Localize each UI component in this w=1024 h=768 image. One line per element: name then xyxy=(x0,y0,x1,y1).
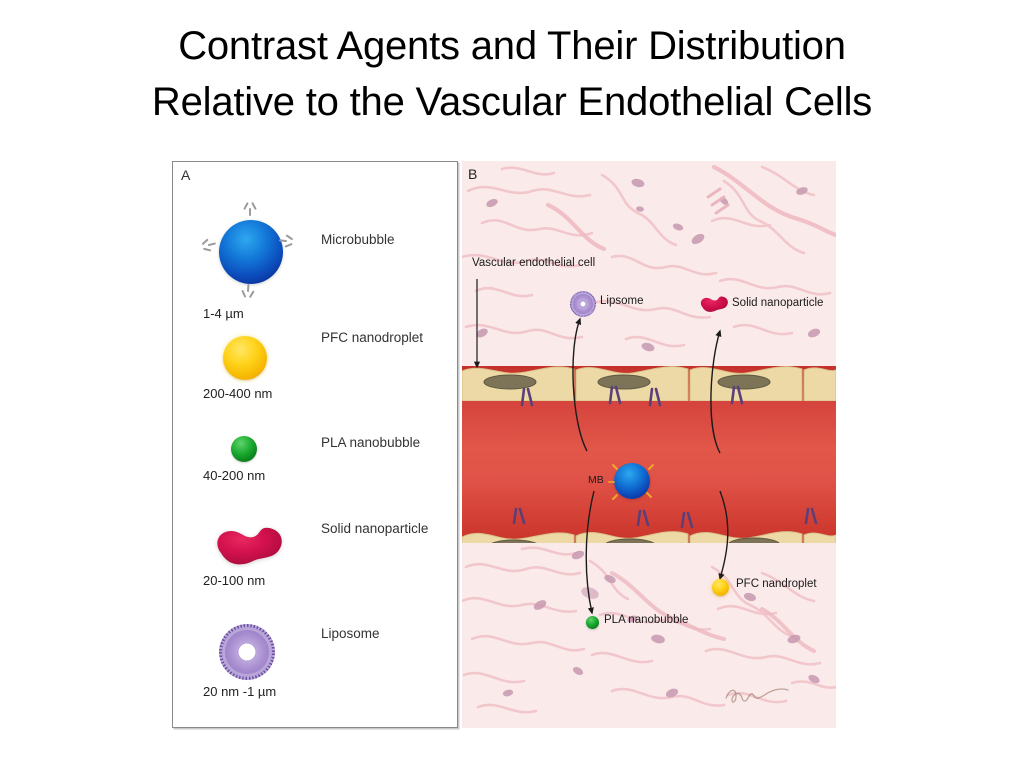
legend-label-pla-nanobubble: PLA nanobubble xyxy=(321,435,421,450)
tissue-lower xyxy=(462,543,836,728)
legend-label-pfc-nanodroplet: PFC nanodroplet xyxy=(321,330,424,345)
figure: A Microbubble 1-4 µm xyxy=(172,161,836,728)
label-pfc-nanodroplet: PFC nandroplet xyxy=(736,578,817,590)
legend-item-liposome: Liposome 20 nm -1 µm xyxy=(173,622,459,722)
antibody-icon xyxy=(199,235,218,254)
legend-label-solid-nanoparticle: Solid nanoparticle xyxy=(321,521,429,536)
panel-b-tissue-diagram: B Vascular endothelial cell Lipsome Soli… xyxy=(462,161,836,728)
panel-a-letter: A xyxy=(181,167,191,183)
panel-a-legend: A Microbubble 1-4 µm xyxy=(172,161,458,728)
legend-size-pla-nanobubble: 40-200 nm xyxy=(203,468,266,483)
liposome-particle-b xyxy=(570,291,596,317)
panel-b-letter: B xyxy=(468,166,478,182)
page-title-line-2: Relative to the Vascular Endothelial Cel… xyxy=(151,80,873,124)
tissue-upper xyxy=(462,161,836,376)
pfc-nanodroplet-particle-b xyxy=(712,579,729,596)
microbubble-icon xyxy=(201,202,301,302)
pla-nanobubble-icon xyxy=(201,427,301,477)
solid-nanoparticle-particle-b xyxy=(700,296,728,312)
page-title: Contrast Agents and Their Distribution R… xyxy=(0,18,1024,130)
liposome-icon xyxy=(201,622,301,688)
label-microbubble: MB xyxy=(588,474,604,486)
legend-item-solid-nanoparticle: Solid nanoparticle 20-100 nm xyxy=(173,517,459,617)
pfc-nanodroplet-icon xyxy=(201,330,301,392)
pla-nanobubble-particle-b xyxy=(586,616,599,629)
label-liposome: Lipsome xyxy=(600,295,644,307)
endothelium-upper xyxy=(462,361,836,401)
label-pla-nanobubble: PLA nanobubble xyxy=(604,614,689,626)
page-title-line-1: Contrast Agents and Their Distribution xyxy=(178,24,846,68)
antibody-icon xyxy=(239,282,256,299)
legend-size-liposome: 20 nm -1 µm xyxy=(203,684,277,699)
legend-item-pfc-nanodroplet: PFC nanodroplet 200-400 nm xyxy=(173,330,459,430)
collagen-texture-upper xyxy=(462,164,836,352)
antibody-icon xyxy=(277,232,295,250)
solid-nanoparticle-blob-icon xyxy=(217,527,282,565)
legend-size-pfc-nanodroplet: 200-400 nm xyxy=(203,386,273,401)
legend-label-liposome: Liposome xyxy=(321,626,380,641)
microbubble-sparkle-icon xyxy=(608,464,654,500)
legend-size-microbubble: 1-4 µm xyxy=(203,306,244,321)
endothelial-cells-upper xyxy=(462,366,836,401)
label-vascular-endothelial-cell: Vascular endothelial cell xyxy=(472,257,596,269)
artist-signature xyxy=(725,688,789,703)
antibody-icon xyxy=(242,201,258,217)
legend-label-microbubble: Microbubble xyxy=(321,232,395,247)
legend-item-microbubble: Microbubble 1-4 µm xyxy=(173,202,459,321)
solid-nanoparticle-icon xyxy=(201,517,301,579)
label-solid-nanoparticle: Solid nanoparticle xyxy=(732,297,824,309)
legend-size-solid-nanoparticle: 20-100 nm xyxy=(203,573,266,588)
microbubble-particle-b xyxy=(614,463,650,499)
legend-item-pla-nanobubble: PLA nanobubble 40-200 nm xyxy=(173,427,459,517)
